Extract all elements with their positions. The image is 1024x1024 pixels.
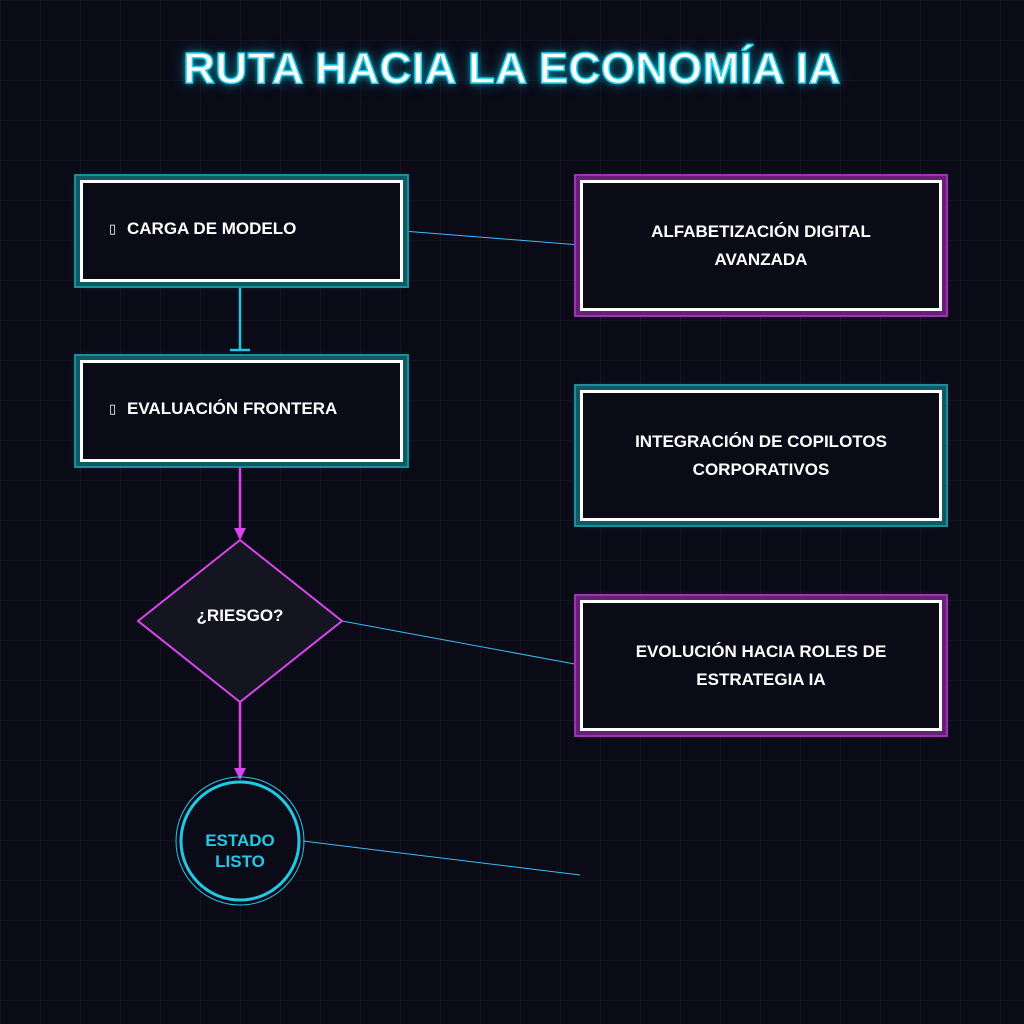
box-glyph-icon: ▯ — [109, 221, 117, 236]
outcome-1-line-2: AVANZADA — [714, 249, 808, 269]
terminal-label-line-2: LISTO — [215, 852, 265, 871]
outcome-integracion: INTEGRACIÓN DE COPILOTOS CORPORATIVOS — [580, 390, 942, 521]
outcome-alfabetizacion: ALFABETIZACIÓN DIGITAL AVANZADA — [580, 180, 942, 311]
outcome-evolucion: EVOLUCIÓN HACIA ROLES DE ESTRATEGIA IA — [580, 600, 942, 731]
box-glyph-icon: ▯ — [109, 401, 117, 416]
connector-riesgo-outcome-3 — [341, 620, 581, 666]
node-carga-modelo: ▯ CARGA DE MODELO — [80, 180, 403, 282]
outcome-3-line-1: EVOLUCIÓN HACIA ROLES DE — [635, 641, 887, 661]
node-evaluacion-label: EVALUACIÓN FRONTERA — [127, 399, 338, 418]
connector-carga-outcome-1 — [402, 230, 581, 246]
outcome-2-line-1: INTEGRACIÓN DE COPILOTOS — [635, 431, 887, 451]
outcome-2-line-2: CORPORATIVOS — [692, 459, 830, 479]
terminal-label-line-1: ESTADO — [205, 831, 275, 850]
decision-label: ¿RIESGO? — [196, 606, 284, 625]
terminal-circle-outer — [175, 776, 305, 906]
outcome-1-line-1: ALFABETIZACIÓN DIGITAL — [651, 221, 871, 241]
node-carga-label: CARGA DE MODELO — [127, 219, 297, 238]
terminal-label: ESTADO LISTO — [180, 830, 300, 872]
outcome-3-line-2: ESTRATEGIA IA — [696, 669, 826, 689]
connector-estado-outcome — [302, 840, 581, 876]
node-evaluacion-frontera: ▯ EVALUACIÓN FRONTERA — [80, 360, 403, 462]
page-title: RUTA HACIA LA ECONOMÍA IA — [182, 43, 841, 94]
decision-diamond — [136, 538, 344, 704]
terminal-circle — [179, 780, 301, 902]
